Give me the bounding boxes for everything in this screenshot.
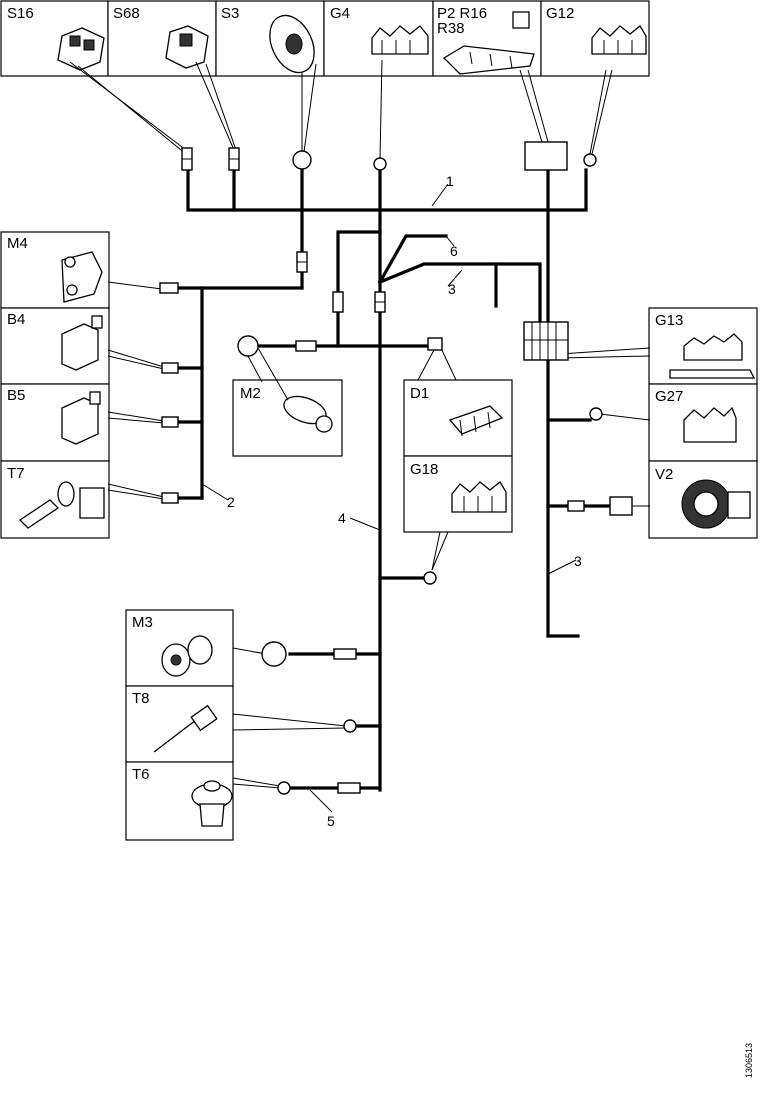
round-connector-g27 [589,407,603,421]
component-box-s16: S16 [0,0,109,77]
harness-number-labels: 1 2 3 3 4 5 6 [201,173,582,829]
round-connector-g4 [373,157,387,171]
label-g12: G12 [546,5,574,22]
leader-lines [69,59,651,789]
label-m4: M4 [7,235,28,252]
component-box-g27: G27 [648,383,758,462]
component-box-b5: B5 [0,383,110,462]
harness-number-3b: 3 [574,553,582,569]
harness-number-4: 4 [338,510,346,526]
harness-number-5: 5 [327,813,335,829]
harness-number-1: 1 [446,173,454,189]
label-d1: D1 [410,385,429,402]
motor-m2-icon [283,395,333,433]
component-box-g4: G4 [323,0,434,77]
label-g18: G18 [410,461,438,478]
sender-t7-icon [18,481,105,529]
switch-s16-icon [57,27,105,71]
component-box-m4: M4 [0,231,110,309]
component-box-g13: G13 [648,307,758,385]
valve-v2-icon [681,479,751,529]
harness-number-2: 2 [227,494,235,510]
component-box-d1: D1 [403,379,513,457]
label-m3: M3 [132,614,153,631]
component-box-b4: B4 [0,307,110,385]
component-box-g18: G18 [403,455,513,533]
component-box-v2: V2 [648,460,758,539]
component-box-t8: T8 [125,685,234,763]
round-connector-g18 [423,571,437,585]
component-box-t7: T7 [0,460,110,539]
diode-d1-icon [448,405,504,437]
round-connector-m3 [261,641,287,667]
harness-wires [174,168,612,792]
label-r38: R38 [437,20,465,37]
label-b4: B4 [7,311,25,328]
component-box-m2: M2 [232,379,343,457]
label-m2: M2 [240,385,261,402]
label-s16: S16 [7,5,34,22]
motor-m4-icon [61,251,103,303]
motor-m3-icon [161,635,213,677]
harness-number-3a: 3 [448,281,456,297]
label-s68: S68 [113,5,140,22]
label-s3: S3 [221,5,239,22]
label-t8: T8 [132,690,150,707]
label-g13: G13 [655,312,683,329]
wire-connectors [159,141,633,795]
label-g27: G27 [655,388,683,405]
component-box-p2-r16-r38: P2 R16 R38 [432,0,542,77]
connector-g18-icon [451,481,507,513]
sensor-b4-icon [61,315,103,371]
round-connector-m2 [237,335,259,357]
sensor-t8-icon [153,704,218,753]
connector-g12-icon [591,25,647,55]
harness-number-6: 6 [450,243,458,259]
round-connector-g12 [583,153,597,167]
label-t6: T6 [132,766,150,783]
connector-g27-icon [683,406,737,443]
connector-g13-icon [669,333,756,379]
switch-s68-icon [165,25,209,69]
rotary-switch-s3-icon [269,14,315,74]
round-connector-t6 [277,781,291,795]
label-t7: T7 [7,465,25,482]
round-connector-s3 [292,150,312,170]
sender-t6-icon [191,780,233,827]
multi-pin-connector-g13 [523,321,569,361]
label-g4: G4 [330,5,350,22]
sensor-b5-icon [61,391,101,445]
component-box-m3: M3 [125,609,234,687]
figure-reference-number: 1306513 [744,1043,754,1078]
round-connector-t8 [343,719,357,733]
component-box-s68: S68 [107,0,217,77]
connector-g4-icon [371,25,429,55]
fuse-box-icon [442,11,535,75]
component-box-s3: S3 [215,0,325,77]
fuse-box-connector [524,141,568,171]
label-b5: B5 [7,387,25,404]
label-p2-r16: P2 R16 [437,5,487,22]
component-box-t6: T6 [125,761,234,841]
component-box-g12: G12 [540,0,650,77]
label-v2: V2 [655,466,673,483]
